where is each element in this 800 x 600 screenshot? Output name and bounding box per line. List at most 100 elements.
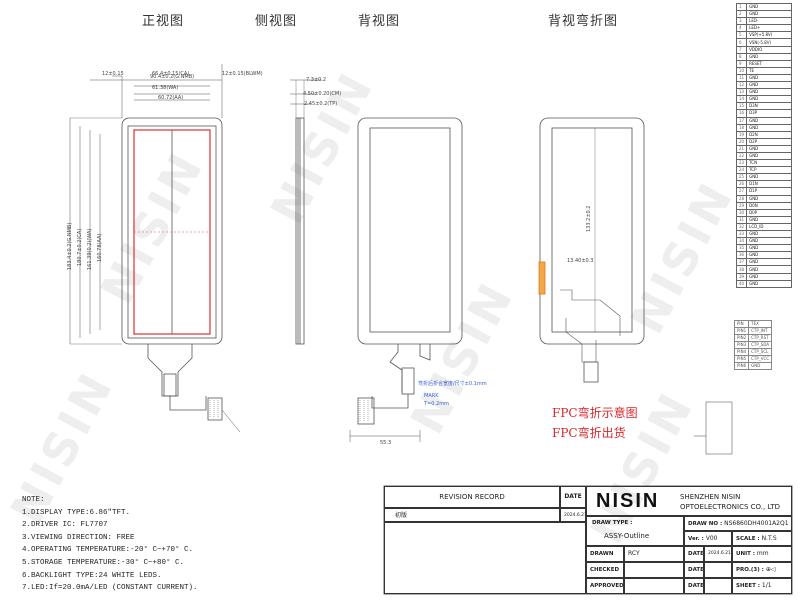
note-item: 3.VIEWING DIRECTION: FREE <box>22 533 135 542</box>
note-item: 2.DRIVER IC: FL7707 <box>22 521 108 530</box>
pin-number: 19 <box>735 130 748 139</box>
front-view <box>69 64 241 433</box>
pin-signal: GND <box>746 244 793 253</box>
back-bent-view <box>538 117 645 383</box>
draw-type-value: ASSY-Outline <box>604 532 650 540</box>
back-bent-view-title: 背视弯折图 <box>548 14 619 29</box>
ctp-pin-signal: CTP_VCC <box>748 355 773 363</box>
dim-front-left1: 183.4±0.2(G.NMB) <box>67 222 73 270</box>
pin-signal: GND <box>746 229 793 239</box>
pin-number: 11 <box>735 73 748 83</box>
pin-number: 30 <box>735 208 748 217</box>
ctp-pin-number: PIN4 <box>733 348 750 356</box>
approved-date <box>704 578 732 594</box>
pin-signal: GND <box>746 81 793 90</box>
pin-signal: D1P <box>746 187 793 196</box>
pin-signal: GND <box>746 251 793 260</box>
projection-label: PRO.(3) : <box>736 567 764 573</box>
dim-front-top2: 12±0.15 <box>102 71 124 77</box>
pin-signal: TCN <box>746 159 793 168</box>
revision-record-header: REVISION RECORD <box>384 486 560 508</box>
pin-signal: GND <box>746 265 793 274</box>
pin-number: 35 <box>735 244 748 253</box>
pin-number: 3 <box>735 17 748 26</box>
annotation-blue2: MARK <box>424 393 439 399</box>
pin-signal: GND <box>746 116 793 125</box>
dim-front-top4: 12±0.15(BLWM) <box>222 71 263 77</box>
annotation-fpc-bend-diagram: FPC弯折示意图 <box>552 406 638 420</box>
revision-entry-date: 2024.6.21 <box>560 508 586 522</box>
ctp-pin-number: PIN6 <box>733 362 750 370</box>
dim-front-left4: 160.78(AA) <box>97 233 103 262</box>
pin-number: 8 <box>735 52 748 61</box>
pin-number: 21 <box>735 144 748 153</box>
pin-signal: GND <box>746 215 793 224</box>
approved-date-label: DATE <box>684 578 704 594</box>
pin-number: 5 <box>735 31 748 40</box>
note-item: 4.OPERATING TEMPERATURE:-20° C~+70° C. <box>22 546 194 555</box>
dim-side-top1: 7.3±0.2 <box>306 77 327 83</box>
dim-front-top6: 60.72(AA) <box>158 95 184 101</box>
dim-front-top5: 61.38(WA) <box>152 85 179 91</box>
pin-signal: GND <box>746 2 793 12</box>
pin-number: 20 <box>735 137 748 146</box>
pin-signal: GND <box>746 173 793 182</box>
pin-signal: GND <box>746 123 793 132</box>
approved-value <box>624 578 684 594</box>
pin-number: 26 <box>735 180 748 189</box>
dim-front-top3: 66.4±0.15(CA) <box>152 71 190 77</box>
checked-date-label: DATE <box>684 562 704 578</box>
scale-value: N.T.S <box>761 535 777 542</box>
pin-number: 36 <box>735 251 748 260</box>
pin-number: 31 <box>735 215 748 224</box>
pin-signal: GND <box>746 52 793 61</box>
revision-entry: 初版 <box>384 508 560 522</box>
pin-number: 29 <box>735 201 748 210</box>
pin-number: 16 <box>735 109 748 118</box>
checked-date <box>704 562 732 578</box>
note-item: 5.STORAGE TEMPERATURE:-30° C~+80° C. <box>22 558 185 567</box>
drawn-date: 2024.6.21 <box>704 546 732 562</box>
unit-label: UNIT : <box>736 551 755 557</box>
drawn-label: DRAWN <box>586 546 624 562</box>
pin-number: 38 <box>735 265 748 274</box>
ver-value: V00 <box>705 535 718 542</box>
pin-signal: VSN(-5.8V) <box>746 38 793 47</box>
ctp-pin-number: PIN1 <box>733 327 750 335</box>
pin-signal: GND <box>746 88 793 97</box>
annotation-blue1: 弯折后折合宽度/尺寸±0.1mm <box>418 381 487 387</box>
pin-number: 4 <box>735 24 748 33</box>
pin-number: 2 <box>735 10 748 19</box>
pin-signal: GND <box>746 279 793 288</box>
dim-front-top1: 90.4±0.2(G.NMB) <box>150 74 195 80</box>
pin-signal: D0P <box>746 208 793 217</box>
dim-side-top3: 2.45±0.2(TP) <box>304 101 338 107</box>
ctp-pin-signal: CTP_INT <box>748 327 773 335</box>
drawn-value: RCY <box>624 546 684 562</box>
ctp-pin-signal: GND <box>748 362 773 370</box>
